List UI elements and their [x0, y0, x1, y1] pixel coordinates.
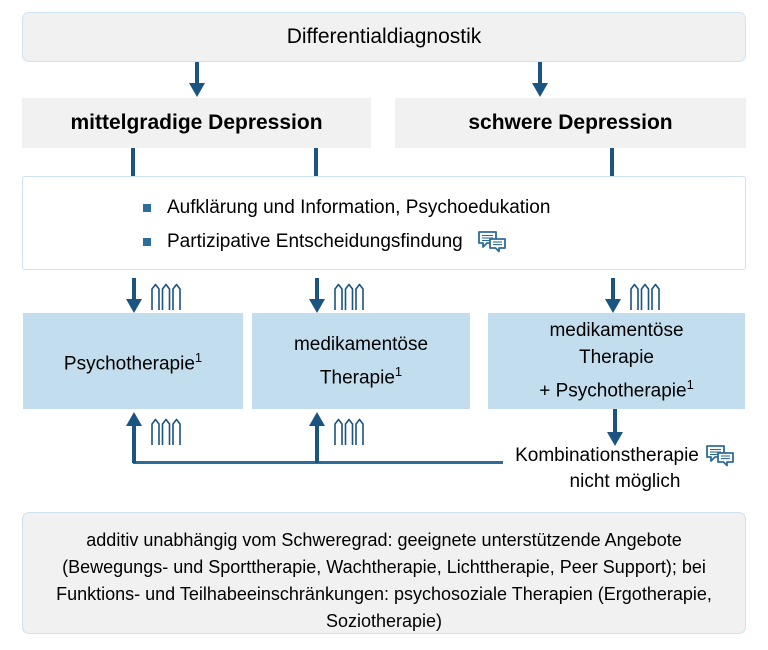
shared-measure-item: Partizipative Entscheidungsfindung — [143, 227, 745, 257]
arrow-to-combination-icon — [605, 278, 621, 313]
arrow-to-pharmacotherapy-icon — [309, 278, 325, 313]
diagnosis-box: Differentialdiagnostik — [22, 12, 746, 62]
treatment-label-line2: Therapie — [319, 367, 395, 389]
arrow-combination-to-note-icon — [607, 409, 623, 446]
severity-label-severe: schwere Depression — [468, 111, 673, 134]
shared-measure-label: Partizipative Entscheidungsfindung — [167, 231, 463, 252]
connector-moderate-right — [314, 148, 318, 176]
arrow-note-to-psychotherapy-icon — [126, 412, 142, 463]
treatment-label-line1: Psychotherapie — [63, 353, 195, 375]
shared-decision-chat-icon — [477, 230, 507, 254]
treatment-box-combination: medikamentöse Therapie + Psychotherapie1 — [488, 313, 745, 409]
severity-box-moderate: mittelgradige Depression — [22, 98, 371, 148]
treatment-label-line3: + Psychotherapie — [539, 380, 687, 402]
bullet-square-icon — [143, 238, 151, 246]
strong-recommendation-triple-arrow-icon — [630, 283, 660, 310]
treatment-label-line1: medikamentöse — [549, 320, 684, 342]
strong-recommendation-triple-arrow-icon — [334, 418, 364, 445]
shared-measure-item: Aufklärung und Information, Psychoedukat… — [143, 193, 745, 223]
treatment-box-pharmacotherapy: medikamentöse Therapie1 — [252, 313, 470, 409]
treatment-label-line2: Therapie — [579, 347, 654, 369]
strong-recommendation-triple-arrow-icon — [151, 418, 181, 445]
connector-severe — [610, 148, 614, 176]
additional-measures-text: additiv unabhängig vom Schweregrad: geei… — [56, 530, 712, 631]
severity-label-moderate: mittelgradige Depression — [70, 111, 323, 134]
arrow-title-to-moderate-icon — [189, 62, 205, 97]
diagnosis-label: Differentialdiagnostik — [286, 25, 482, 48]
additional-measures-box: additiv unabhängig vom Schweregrad: geei… — [22, 512, 746, 634]
bullet-square-icon — [143, 204, 151, 212]
severity-box-severe: schwere Depression — [395, 98, 746, 148]
footnote-marker: 1 — [686, 377, 694, 393]
arrow-title-to-severe-icon — [532, 62, 548, 97]
strong-recommendation-triple-arrow-icon — [151, 283, 181, 310]
combination-not-possible-note: Kombinationstherapie nicht möglich — [505, 443, 745, 495]
treatment-box-psychotherapy: Psychotherapie1 — [23, 313, 243, 409]
footnote-marker: 1 — [394, 363, 403, 379]
treatment-label-line1: medikamentöse — [293, 333, 429, 355]
footnote-marker: 1 — [194, 350, 203, 366]
combination-note-line1: Kombinationstherapie — [515, 445, 699, 466]
arrow-note-to-pharmacotherapy-icon — [309, 412, 325, 463]
strong-recommendation-triple-arrow-icon — [334, 283, 364, 310]
arrow-to-psychotherapy-icon — [126, 278, 142, 313]
combination-note-line2: nicht möglich — [569, 471, 681, 492]
shared-decision-chat-icon — [705, 444, 735, 468]
shared-measure-label: Aufklärung und Information, Psychoedukat… — [167, 197, 551, 218]
connector-moderate-left — [131, 148, 135, 176]
shared-measures-card: Aufklärung und Information, Psychoedukat… — [22, 176, 746, 270]
